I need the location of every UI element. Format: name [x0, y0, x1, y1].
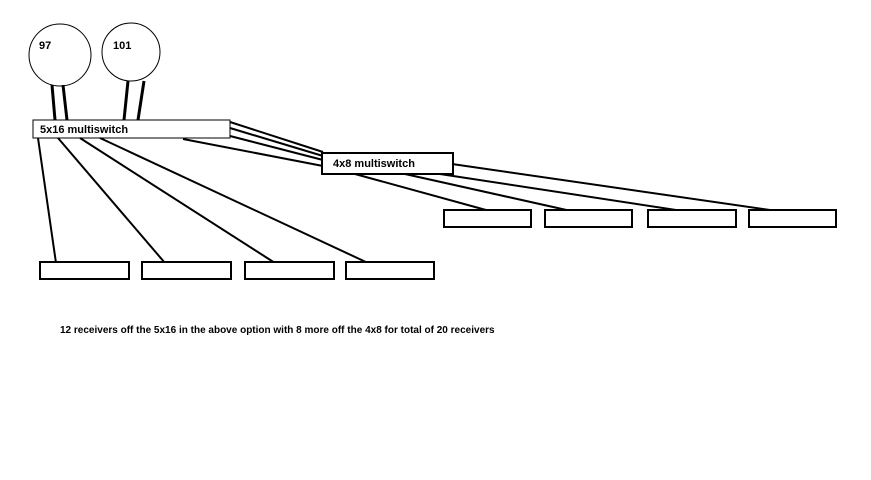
trunk-line-2: [229, 127, 324, 157]
5x16-line-receiver-4: [99, 137, 369, 264]
4x8-receiver-lines: [354, 163, 771, 212]
trunk-line-3: [229, 135, 324, 161]
5x16-line-receiver-2: [57, 137, 166, 264]
receiver-box: [647, 209, 737, 228]
dish-97-feed-line-1: [50, 84, 57, 121]
4x8-line-receiver-2: [404, 173, 572, 212]
receiver-box: [544, 209, 633, 228]
receiver-box: [443, 209, 532, 228]
satellite-97-label: 97: [39, 40, 51, 52]
5x16-line-receiver-1: [37, 137, 57, 264]
5x16-line-receiver-3: [79, 137, 276, 264]
receiver-box: [39, 261, 130, 280]
dish-101-feed-line-1: [122, 80, 130, 121]
dish-101-feed-line-2: [136, 80, 146, 121]
trunk-lines: [182, 121, 324, 167]
receiver-box: [345, 261, 435, 280]
caption-text: 12 receivers off the 5x16 in the above o…: [60, 325, 495, 336]
trunk-line-4: [182, 138, 324, 167]
receiver-box: [748, 209, 837, 228]
dish-feed-lines: [50, 80, 146, 121]
4x8-receivers: [443, 209, 837, 228]
5x16-receivers: [39, 261, 435, 280]
receiver-box: [141, 261, 232, 280]
dish-97-feed-line-2: [61, 84, 69, 121]
multiswitch-5x16-label: 5x16 multiswitch: [40, 124, 128, 136]
satellite-101-dish: [101, 22, 161, 82]
satellite-101-label: 101: [113, 40, 131, 52]
4x8-line-receiver-3: [439, 173, 677, 211]
satellite-97-dish: [28, 23, 92, 87]
multiswitch-4x8-label: 4x8 multiswitch: [333, 158, 415, 170]
trunk-line-1: [229, 121, 324, 153]
receiver-box: [244, 261, 335, 280]
4x8-line-receiver-1: [354, 173, 487, 211]
5x16-receiver-lines: [37, 137, 369, 264]
4x8-line-receiver-4: [451, 163, 771, 211]
